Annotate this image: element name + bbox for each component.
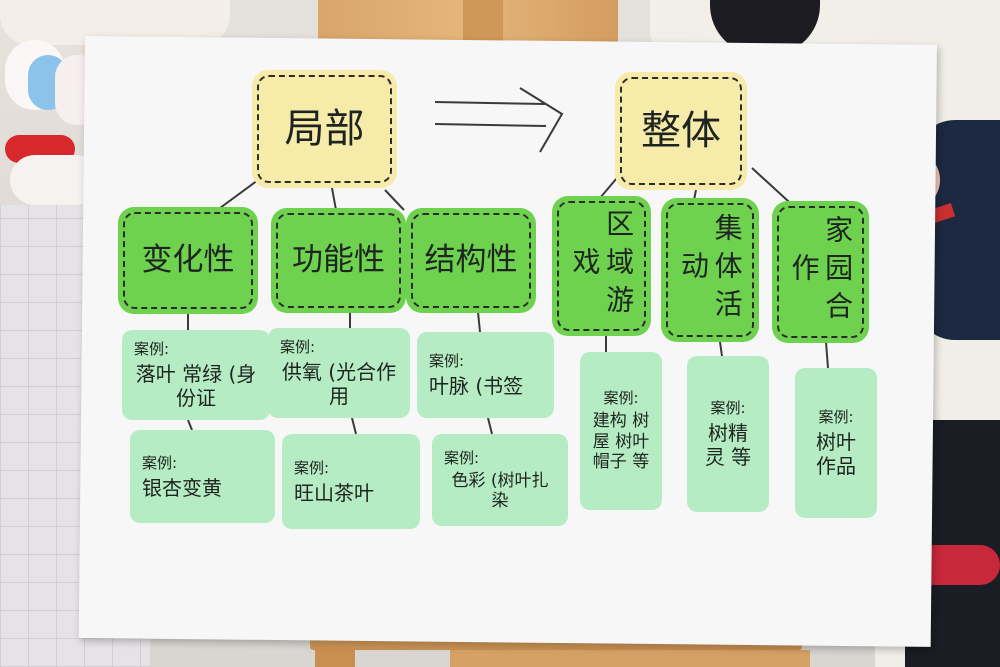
category-label: 区域游戏 (568, 209, 636, 323)
case-label: 案例: (818, 408, 854, 426)
easel-top (318, 0, 618, 55)
case-label: 案例: (444, 448, 480, 467)
case-text: 建构 树屋 树叶帽子 等 (592, 411, 650, 473)
case-card-3: 案例: 供氧 (光合作用 (268, 328, 410, 418)
case-card-8: 案例: 树精灵 等 (687, 356, 769, 512)
category-change: 变化性 (118, 207, 258, 314)
case-label: 案例: (710, 399, 746, 417)
case-text: 树叶 作品 (816, 430, 856, 478)
header-local-text: 局部 (284, 106, 365, 152)
header-whole: 整体 (615, 72, 747, 190)
case-card-1: 案例: 落叶 常绿 (身份证 (122, 330, 270, 420)
case-text: 色彩 (树叶扎染 (451, 470, 549, 511)
case-card-6: 案例: 色彩 (树叶扎染 (432, 434, 568, 526)
category-label: 集体活动 (677, 213, 744, 327)
category-structure: 结构性 (406, 208, 536, 313)
case-label: 案例: (294, 458, 330, 477)
category-label: 结构性 (424, 241, 518, 278)
category-area-games: 区域游戏 (552, 196, 651, 336)
case-label: 案例: (134, 340, 170, 358)
category-group-activity: 集体活动 (661, 198, 759, 342)
case-text: 叶脉 (书签 (429, 374, 524, 398)
case-label: 案例: (142, 453, 178, 472)
case-label: 案例: (280, 338, 316, 356)
case-card-4: 案例: 旺山茶叶 (282, 434, 420, 529)
case-text: 落叶 常绿 (身份证 (135, 362, 257, 410)
category-home-school: 家园合作 (772, 201, 869, 343)
case-label: 案例: (429, 352, 465, 370)
header-local: 局部 (252, 70, 397, 188)
case-text: 树精灵 等 (704, 421, 752, 469)
header-whole-text: 整体 (641, 108, 721, 154)
case-text: 供氧 (光合作用 (281, 360, 397, 408)
case-text: 银杏变黄 (142, 475, 222, 500)
case-card-7: 案例: 建构 树屋 树叶帽子 等 (580, 352, 662, 510)
category-label: 变化性 (141, 241, 235, 278)
category-function: 功能性 (271, 208, 406, 313)
category-label: 家园合作 (787, 215, 855, 329)
case-card-9: 案例: 树叶 作品 (795, 368, 877, 518)
case-card-2: 案例: 银杏变黄 (130, 430, 275, 523)
case-text: 旺山茶叶 (294, 480, 374, 505)
category-label: 功能性 (292, 241, 385, 278)
case-card-5: 案例: 叶脉 (书签 (417, 332, 554, 418)
case-label: 案例: (603, 389, 639, 408)
